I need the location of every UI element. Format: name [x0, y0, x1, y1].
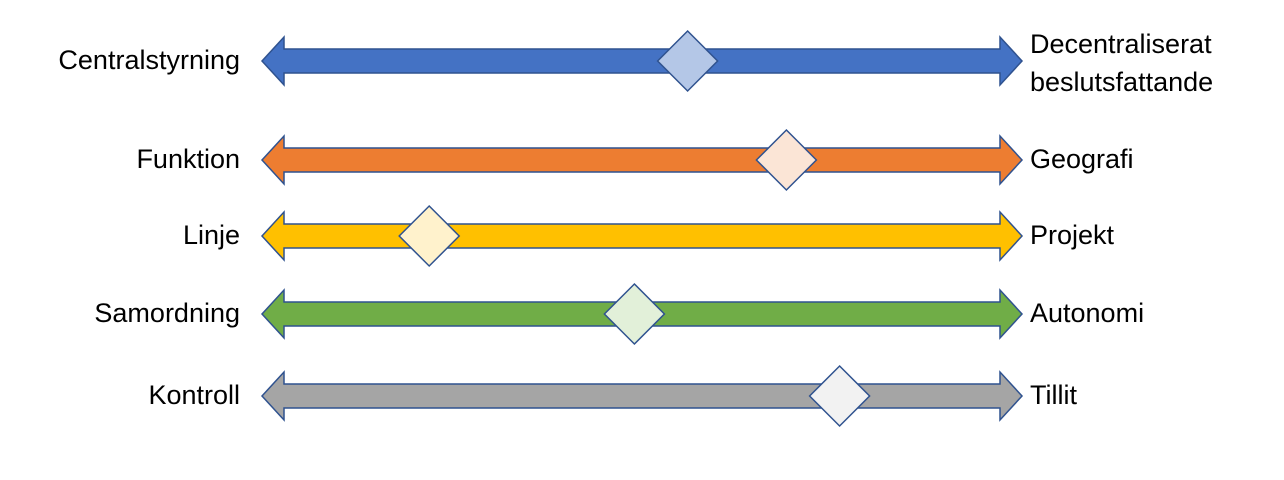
scale-5-position-marker: [808, 364, 871, 428]
scale-3-position-marker: [398, 204, 461, 268]
scale-4-left-label: Samordning: [94, 298, 240, 328]
scale-4-right-label: Autonomi: [1030, 298, 1145, 328]
scale-5-left-label: Kontroll: [148, 380, 240, 410]
scale-1-double-arrow: [260, 35, 1024, 87]
scale-2-position-marker: [755, 128, 818, 192]
scale-1-right-label-line-1: Decentraliserat: [1030, 29, 1212, 59]
scale-2-left-label: Funktion: [136, 144, 240, 174]
scale-5-double-arrow: [260, 370, 1024, 422]
scale-3-left-label: Linje: [182, 220, 240, 250]
scale-3-double-arrow: [260, 210, 1024, 262]
scale-3-right-label: Projekt: [1030, 220, 1115, 250]
scale-2-right-label: Geografi: [1030, 144, 1134, 174]
scale-1-position-marker: [656, 29, 719, 93]
scale-5-right-label: Tillit: [1030, 380, 1077, 410]
scale-2-double-arrow: [260, 134, 1024, 186]
scale-1-right-label-line-2: beslutsfattande: [1030, 67, 1214, 97]
scale-1-left-label: Centralstyrning: [58, 45, 240, 75]
scale-4-position-marker: [603, 282, 666, 346]
